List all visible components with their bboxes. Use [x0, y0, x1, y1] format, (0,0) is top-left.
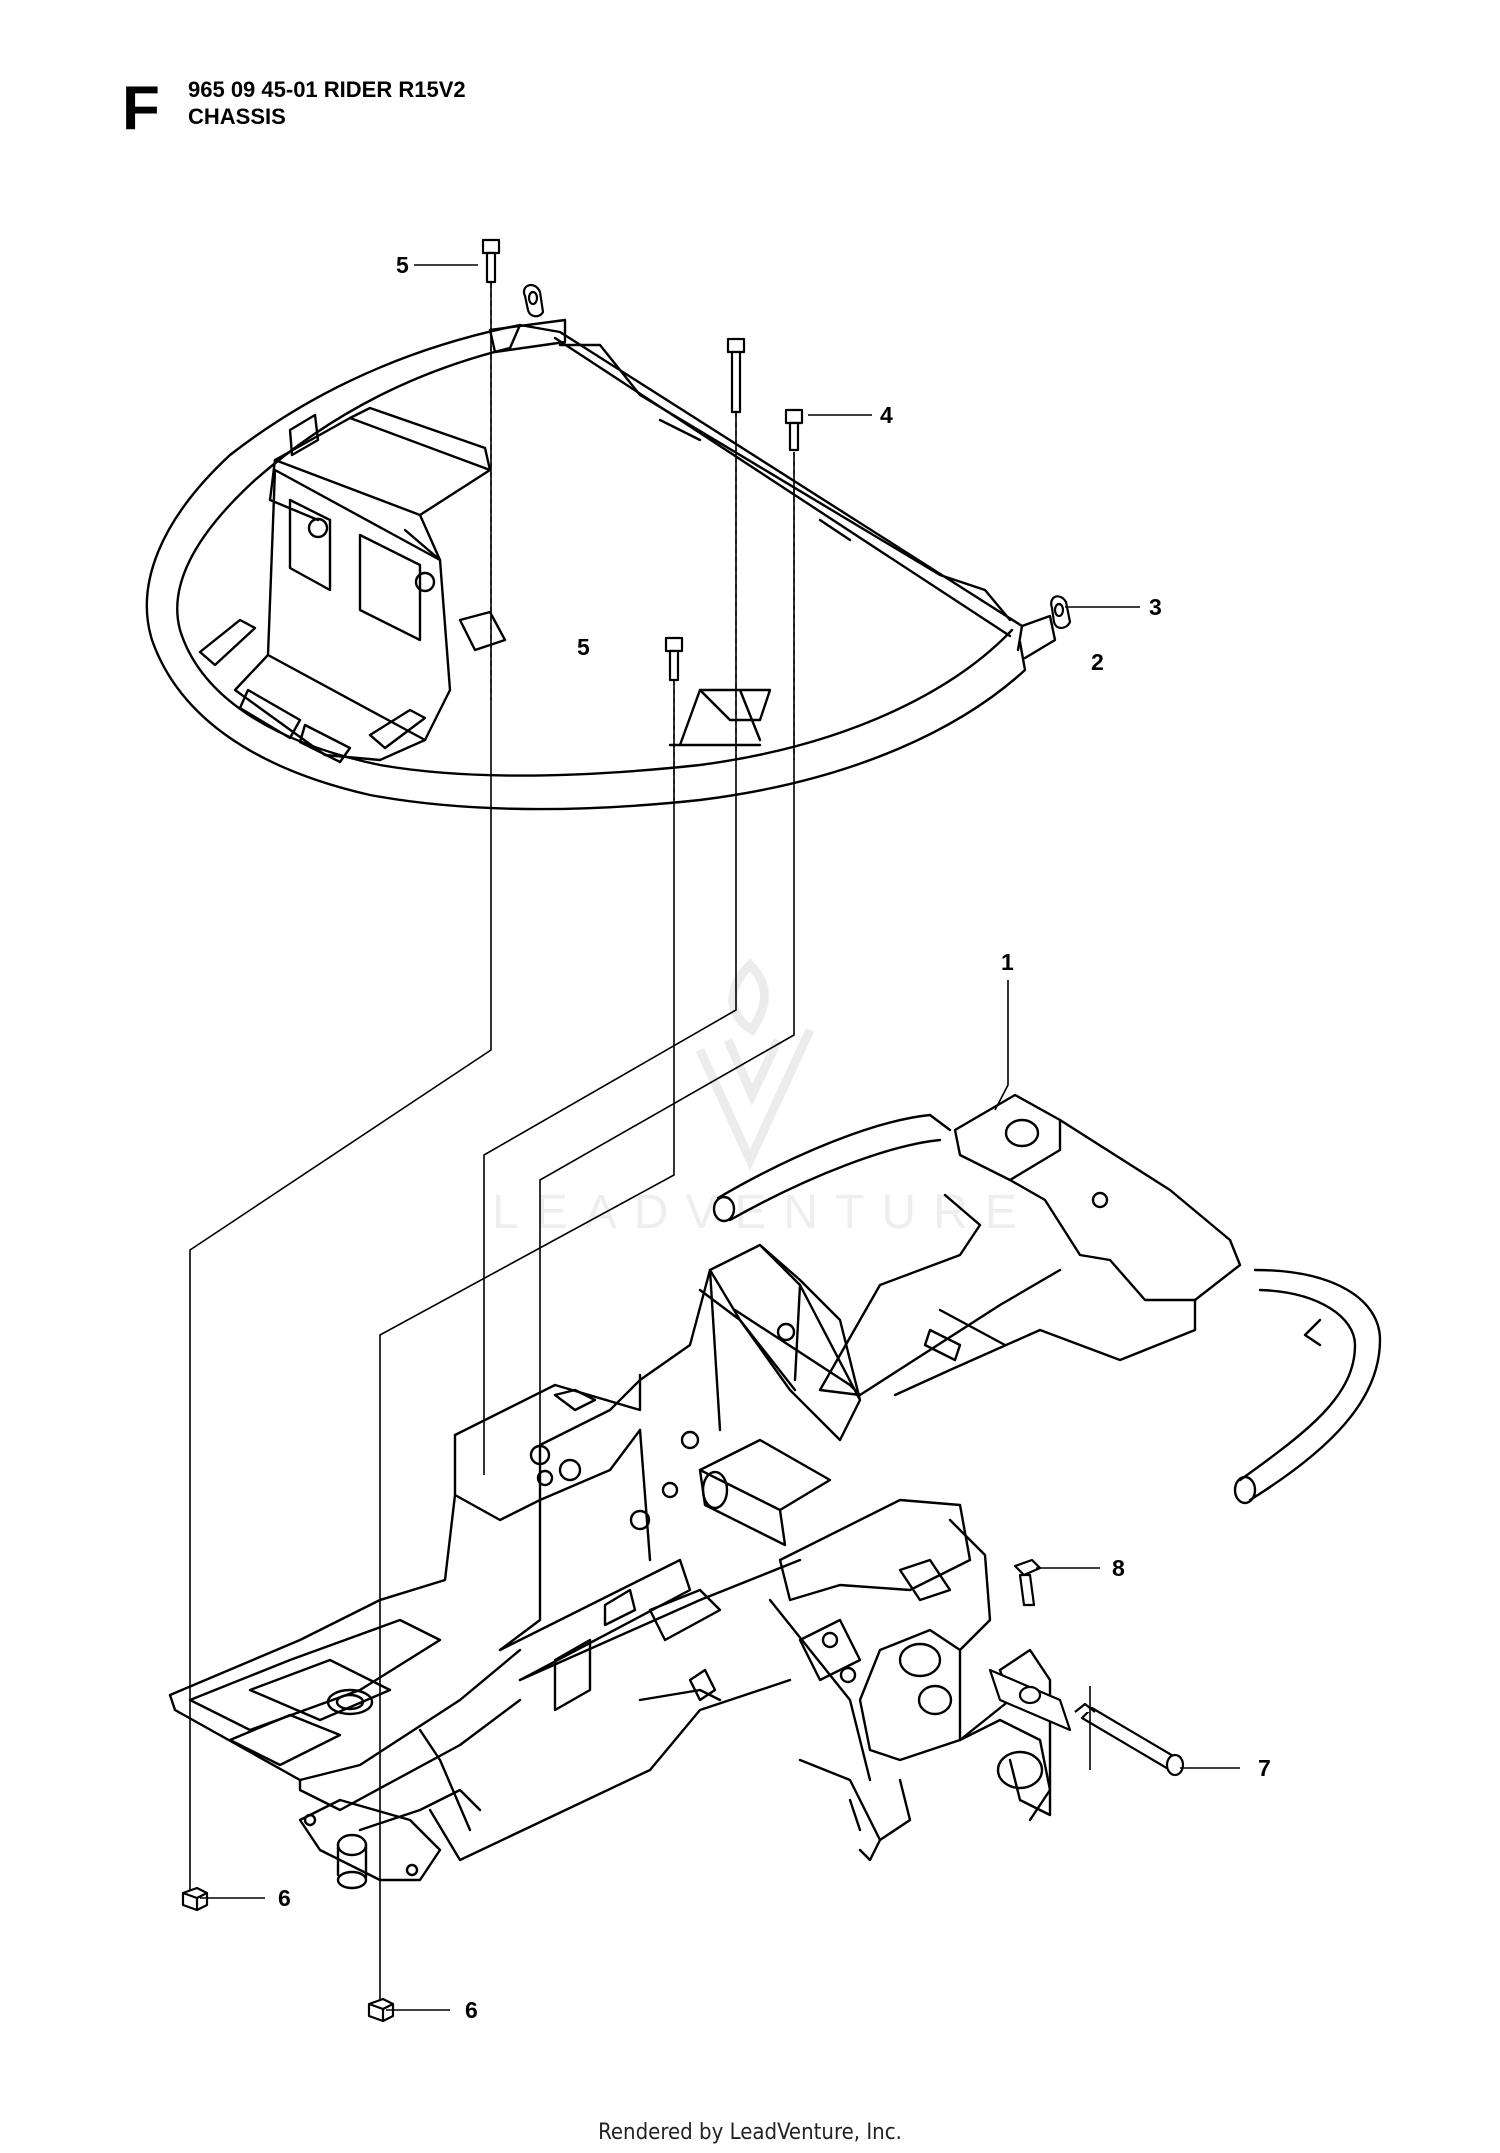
main-chassis-part-1	[168, 1093, 1382, 1890]
clip-icon	[522, 283, 545, 318]
watermark-logo-icon	[695, 958, 815, 1171]
callout-label: 1	[1001, 949, 1014, 975]
upper-frame-part-2	[145, 318, 1057, 811]
section-letter: F	[122, 74, 160, 143]
pin-icon	[1074, 1702, 1185, 1777]
callout-label: 7	[1258, 1755, 1271, 1781]
callout-label: 6	[465, 1997, 478, 2023]
bolt-icon	[481, 238, 501, 284]
clip-icon	[1050, 595, 1072, 630]
watermark-text: LEADVENTURE	[492, 1186, 1034, 1239]
bolt-icon	[1013, 1558, 1042, 1607]
callout-label: 5	[396, 252, 409, 278]
model-line: 965 09 45-01 RIDER R15V2	[188, 77, 466, 102]
callout-labels: 1 2 3 4 5 5 6 6 7 8	[278, 252, 1271, 2023]
nut-icon	[367, 1997, 395, 2023]
callout-label: 6	[278, 1885, 291, 1911]
bolt-icon	[726, 337, 746, 414]
nut-icon	[181, 1886, 209, 1912]
bolt-icon	[784, 408, 804, 452]
leader-lines	[189, 264, 1240, 2011]
callout-label: 5	[577, 634, 590, 660]
footer-credit: Rendered by LeadVenture, Inc.	[598, 2120, 902, 2145]
watermark: LEADVENTURE	[492, 958, 1034, 1239]
bolt-icon	[664, 636, 684, 682]
callout-label: 4	[880, 402, 893, 428]
dashed-assembly-lines	[490, 283, 795, 800]
callout-label: 3	[1149, 594, 1162, 620]
hardware	[181, 238, 1185, 2023]
callout-label: 8	[1112, 1555, 1125, 1581]
section-name: CHASSIS	[188, 104, 286, 129]
callout-label: 2	[1091, 649, 1104, 675]
bushing-icon	[988, 1668, 1072, 1732]
title-block: 965 09 45-01 RIDER R15V2 CHASSIS	[188, 76, 466, 130]
